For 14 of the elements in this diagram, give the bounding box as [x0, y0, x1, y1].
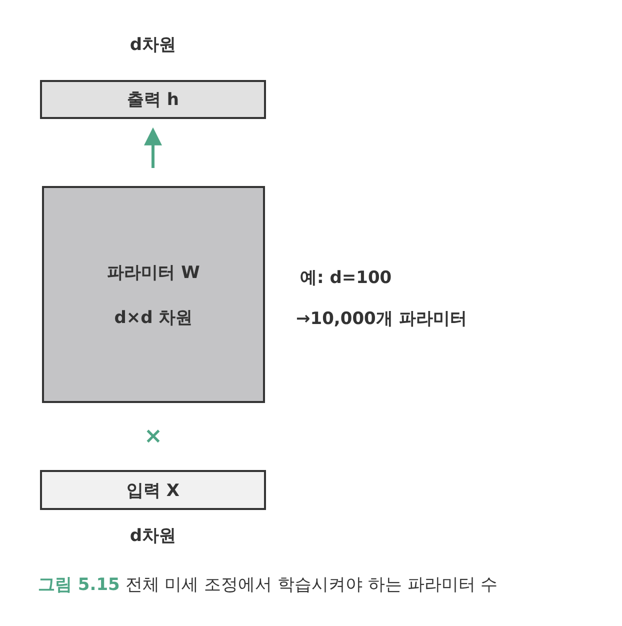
layer-box [40, 80, 266, 119]
dimension-label: d차원 [128, 525, 178, 547]
box-label: 입력 X [126, 480, 180, 502]
box-label: 출력 h [126, 89, 180, 111]
arrow [144, 127, 162, 168]
multiply-sign: × [144, 424, 162, 449]
figure-caption: 그림 5.15 전체 미세 조정에서 학습시켜야 하는 파라미터 수 [38, 574, 498, 596]
note-text: →10,000개 파라미터 [296, 308, 467, 330]
box-label: d×d 차원 [114, 306, 193, 328]
layer-box [42, 186, 265, 403]
dimension-label: d차원 [128, 34, 178, 56]
box-label: 파라미터 W [107, 262, 200, 284]
layer-box [40, 470, 266, 510]
note-text: 예: d=100 [300, 267, 392, 289]
